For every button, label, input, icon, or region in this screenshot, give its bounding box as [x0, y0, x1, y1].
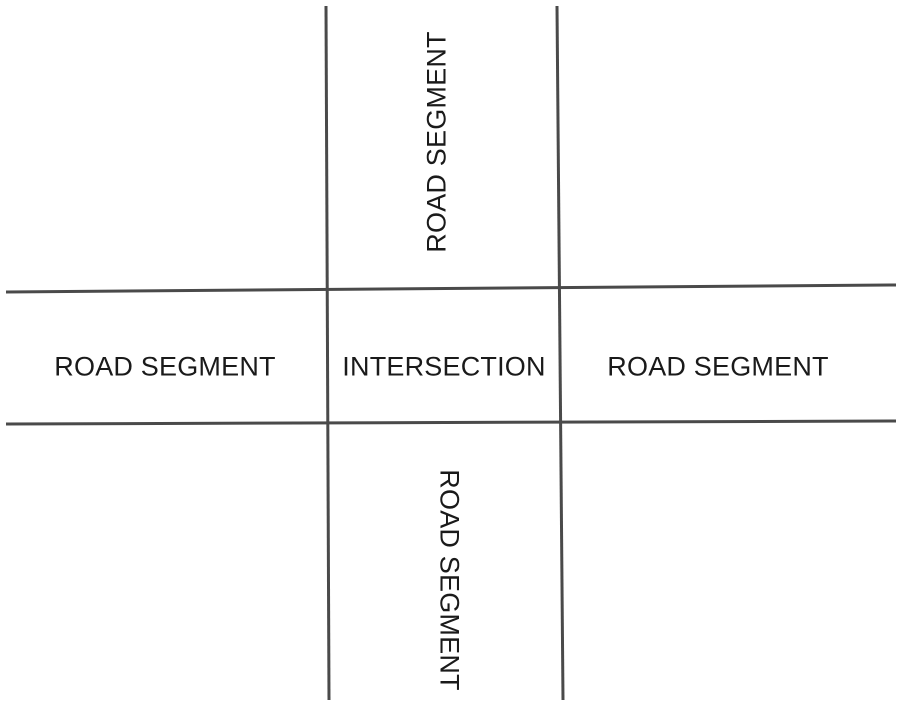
north-road-segment-label: ROAD SEGMENT [421, 31, 452, 253]
west-road-segment-label: ROAD SEGMENT [54, 351, 276, 382]
vertical-road-left-edge [324, 5, 331, 701]
horizontal-road-bottom-edge [5, 419, 897, 426]
east-road-segment-label: ROAD SEGMENT [607, 351, 829, 382]
intersection-label: INTERSECTION [342, 351, 546, 382]
south-road-segment-label: ROAD SEGMENT [434, 469, 465, 691]
horizontal-road-top-edge [5, 283, 897, 294]
vertical-road-right-edge [555, 5, 565, 701]
